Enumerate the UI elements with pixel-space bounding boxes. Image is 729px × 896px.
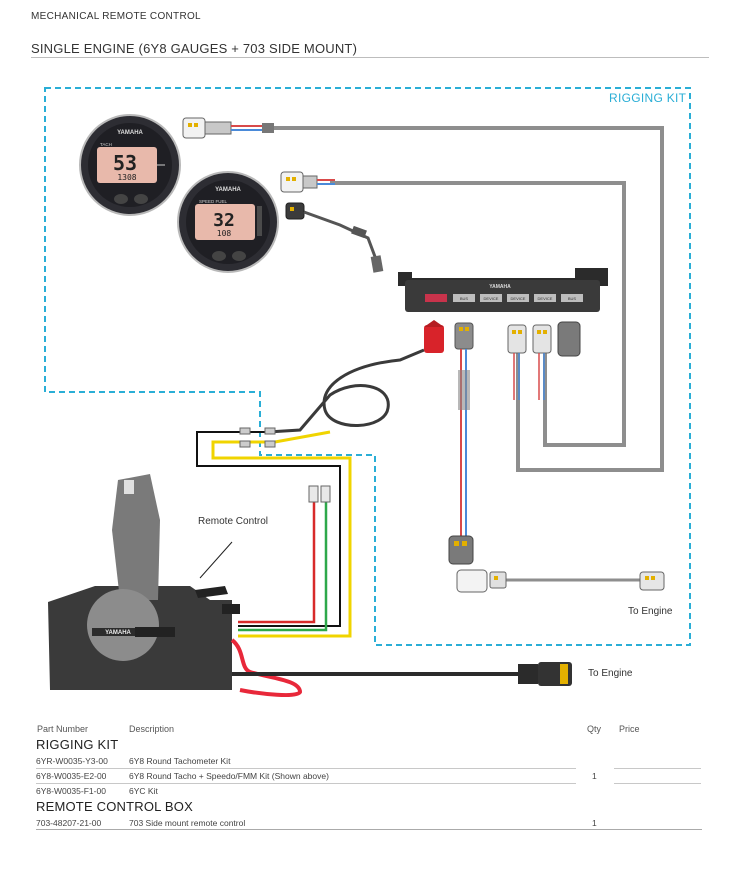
tach-label: TACH: [100, 142, 112, 147]
wire-black: [196, 431, 341, 627]
part-description: 703 Side mount remote control: [129, 818, 246, 828]
tach-brand: YAMAHA: [117, 130, 143, 136]
row-divider: [36, 768, 576, 769]
harness-gray-1: [270, 126, 664, 472]
section-title-remote-control-box: REMOTE CONTROL BOX: [36, 799, 193, 814]
engine-plug-3: [639, 571, 665, 591]
part-number: 6YR-W0035-Y3-00: [36, 756, 108, 766]
section-title-rigging-kit: RIGGING KIT: [36, 737, 119, 752]
price-field-rule: [614, 783, 701, 784]
hub-plug-bus: [454, 322, 474, 350]
tach-value: 53: [113, 151, 137, 175]
hub-port-device-2: DEVICE: [511, 296, 526, 301]
part-number: 6Y8-W0035-E2-00: [36, 771, 107, 781]
speedometer-gauge: [177, 171, 279, 273]
lanyard-red: [230, 638, 303, 698]
col-header-qty: Qty: [587, 724, 602, 734]
col-header-price: Price: [619, 724, 640, 734]
hub-terminator-red: [424, 320, 444, 353]
to-engine-label-1: To Engine: [628, 606, 673, 617]
throttle-cable: [232, 662, 572, 686]
part-description: 6Y8 Round Tachometer Kit: [129, 756, 231, 766]
connector-plug-1: [182, 117, 274, 139]
speedo-label: SPEED FUEL: [199, 199, 228, 204]
coiled-cable: [267, 348, 425, 434]
tachometer-gauge: [79, 114, 181, 216]
col-header-description: Description: [129, 724, 175, 734]
hub-port-bus-1: BUS: [460, 296, 469, 301]
part-description: 6YC Kit: [129, 786, 158, 796]
remote-control-box: [48, 474, 240, 690]
wiring-diagram: YAMAHA TACH 53 1308 YAMAHA SPEED FUEL 32…: [44, 87, 691, 698]
qty-remote-control-box: 1: [592, 818, 597, 828]
hub-port-device-3: DEVICE: [538, 296, 553, 301]
qty-rigging-kit: 1: [592, 771, 597, 781]
hub-brand: YAMAHA: [489, 284, 511, 290]
category-heading: MECHANICAL REMOTE CONTROL: [31, 11, 201, 22]
col-header-part: Part Number: [37, 724, 89, 734]
engine-plug-1: [448, 535, 474, 565]
hub-plug-device-2: [532, 324, 552, 354]
remote-leader-line: [199, 541, 233, 579]
hub-port-device-1: DEVICE: [484, 296, 499, 301]
hub-plug-device-1: [507, 324, 527, 354]
hub-plug-cap: [557, 321, 581, 357]
remote-control-label: Remote Control: [198, 516, 269, 527]
network-hub: [398, 268, 608, 312]
connector-plug-2: [280, 171, 335, 193]
price-field-rigging-kit: [614, 768, 701, 769]
hub-port-bus-2: BUS: [568, 296, 577, 301]
engine-plug-2: [456, 569, 507, 593]
wire-green: [238, 500, 328, 632]
tach-sub: 1308: [117, 173, 136, 182]
harness-gray-2: [330, 181, 626, 447]
speedo-sub: 108: [217, 229, 232, 238]
connector-plug-3: [285, 202, 384, 273]
part-number: 703-48207-21-00: [36, 818, 102, 828]
table-bottom-rule: [36, 829, 702, 830]
rigging-kit-label: RIGGING KIT: [609, 91, 687, 105]
title-divider: [31, 57, 709, 58]
speedo-brand: YAMAHA: [215, 187, 241, 193]
speedo-value: 32: [213, 210, 235, 231]
to-engine-label-2: To Engine: [588, 668, 633, 679]
remote-brand: YAMAHA: [105, 630, 131, 636]
page-title: SINGLE ENGINE (6Y8 GAUGES + 703 SIDE MOU…: [31, 41, 358, 56]
part-description: 6Y8 Round Tacho + Speedo/FMM Kit (Shown …: [129, 771, 329, 781]
rigging-kit-boundary: [44, 87, 691, 646]
row-divider: [36, 783, 576, 784]
wire-red: [238, 500, 316, 624]
part-number: 6Y8-W0035-F1-00: [36, 786, 106, 796]
